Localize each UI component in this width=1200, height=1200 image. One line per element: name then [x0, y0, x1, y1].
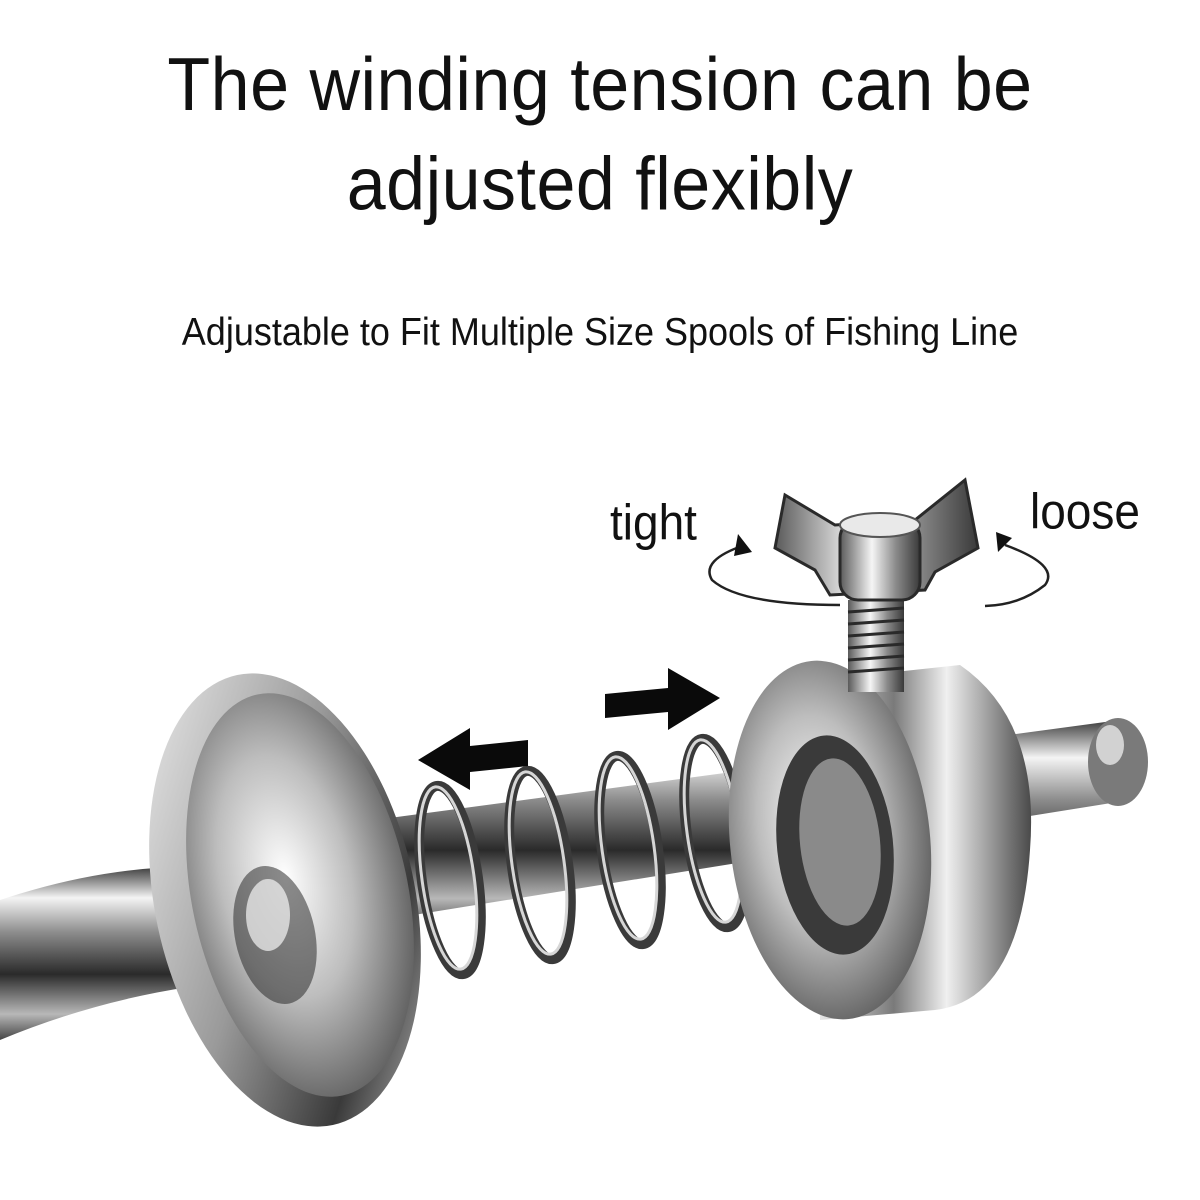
- headline-line-1: The winding tension can be: [167, 42, 1033, 127]
- arrow-right-icon: [605, 668, 720, 730]
- rotation-arrows: [708, 543, 1050, 608]
- wing-nut-bolt: [773, 477, 980, 692]
- subheadline: Adjustable to Fit Multiple Size Spools o…: [181, 309, 1019, 354]
- headline: The winding tension can be adjusted flex…: [0, 35, 1200, 234]
- stopper-disc: [149, 673, 421, 1127]
- tension-collar: [728, 660, 1032, 1020]
- loose-rotation-arrowhead: [996, 532, 1012, 552]
- tight-rotation-arrowhead: [734, 534, 752, 556]
- tight-label: tight: [610, 493, 697, 551]
- loose-label: loose: [1030, 482, 1140, 540]
- arrow-left-icon: [418, 728, 528, 790]
- headline-line-2: adjusted flexibly: [346, 141, 854, 226]
